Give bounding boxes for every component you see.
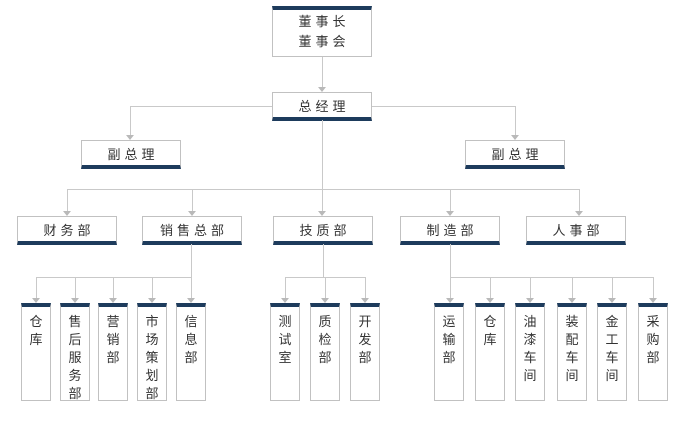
connector-arrow [526,298,534,303]
node-test-room: 测试室 [270,303,300,401]
connector-line-v [653,277,654,298]
node-warehouse-b: 仓库 [475,303,505,401]
node-general-manager: 总经理 [272,92,372,121]
connector-arrow [575,211,583,216]
node-transport: 运输部 [434,303,464,401]
connector-line-v [322,189,323,211]
connector-line-v [365,277,366,298]
connector-line-h [130,106,272,107]
connector-line-v [450,189,451,211]
node-sales-hq: 销售总部 [142,216,242,245]
node-finance: 财务部 [17,216,117,245]
connector-line-v [152,277,153,298]
connector-line-v [75,277,76,298]
node-market-planning: 市场策划部 [137,303,167,402]
connector-arrow [321,298,329,303]
connector-arrow [608,298,616,303]
node-information: 信息部 [176,303,206,401]
connector-line-v [322,120,323,189]
connector-line-v [36,277,37,298]
node-chairman: 董事长 董事会 [272,6,372,57]
connector-line-h [450,277,653,278]
connector-line-v [192,189,193,211]
connector-line-v [113,277,114,298]
connector-line-v [579,189,580,211]
node-after-sales: 售后服务部 [60,303,90,402]
connector-line-v [285,277,286,298]
connector-arrow [187,298,195,303]
connector-line-v [67,189,68,211]
connector-line-h [372,106,515,107]
connector-line-v [322,57,323,87]
node-assembly-workshop: 装配车间 [557,303,587,401]
node-warehouse-a: 仓库 [21,303,51,401]
connector-arrow [318,87,326,92]
connector-arrow [486,298,494,303]
connector-arrow [188,211,196,216]
connector-arrow [109,298,117,303]
connector-arrow [126,135,134,140]
connector-line-v [450,244,451,277]
connector-line-v [130,106,131,135]
node-quality-inspection: 质检部 [310,303,340,401]
connector-arrow [32,298,40,303]
connector-arrow [511,135,519,140]
node-paint-workshop: 油漆车间 [515,303,545,401]
connector-arrow [649,298,657,303]
node-development: 开发部 [350,303,380,401]
connector-line-v [572,277,573,298]
node-metalwork-workshop: 金工车间 [597,303,627,401]
connector-arrow [71,298,79,303]
connector-line-v [323,244,324,277]
node-chairman-line2: 董事会 [298,35,350,50]
connector-line-h [67,189,579,190]
connector-arrow [568,298,576,303]
node-deputy-gm-left: 副总理 [81,140,181,169]
connector-line-v [450,277,451,298]
node-tech-quality: 技质部 [273,216,373,245]
connector-arrow [446,211,454,216]
node-deputy-gm-right: 副总理 [465,140,565,169]
connector-arrow [318,211,326,216]
node-chairman-line1: 董事长 [298,15,350,30]
connector-line-v [325,277,326,298]
connector-arrow [446,298,454,303]
node-hr: 人事部 [526,216,626,245]
connector-line-v [490,277,491,298]
connector-arrow [148,298,156,303]
connector-arrow [361,298,369,303]
connector-line-v [530,277,531,298]
connector-line-v [515,106,516,135]
node-manufacturing: 制造部 [400,216,500,245]
node-marketing: 营销部 [98,303,128,401]
node-purchasing: 采购部 [638,303,668,401]
connector-arrow [63,211,71,216]
connector-line-v [612,277,613,298]
connector-line-v [191,244,192,277]
connector-arrow [281,298,289,303]
connector-line-v [191,277,192,298]
